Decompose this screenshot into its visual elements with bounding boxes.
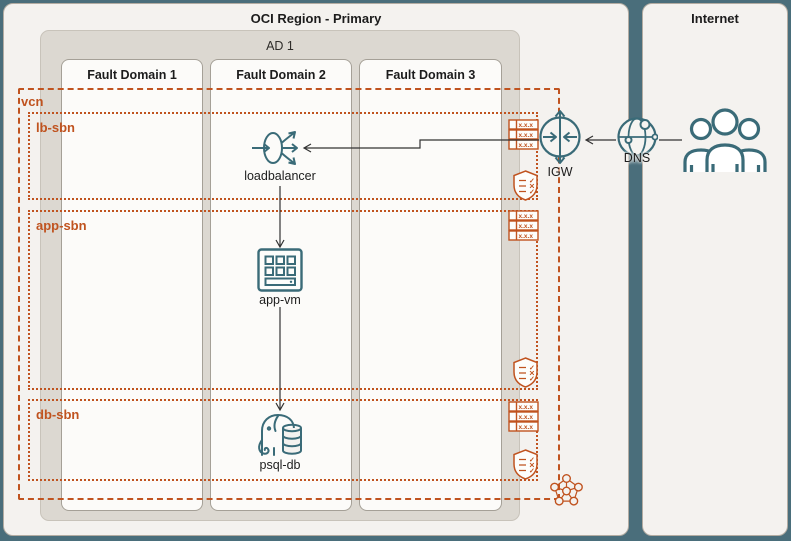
vm-icon — [257, 248, 303, 292]
svg-text:✕: ✕ — [529, 463, 535, 470]
internet-panel: Internet — [642, 3, 788, 536]
security-list-icon: ✓ ✕ ✓ — [512, 449, 539, 480]
fault-domain-1-box: Fault Domain 1 — [61, 59, 203, 511]
internet-gateway-icon — [538, 108, 582, 166]
svg-text:✓: ✓ — [529, 376, 535, 383]
svg-text:✓: ✓ — [529, 178, 535, 185]
route-table-icon: x.x.x x.x.x x.x.x — [508, 210, 539, 242]
security-list-icon: ✓ ✕ ✓ — [512, 357, 539, 388]
svg-text:x.x.x: x.x.x — [519, 132, 534, 139]
subnet-lb-label: lb-sbn — [36, 120, 75, 135]
vcn-label: vcn — [21, 94, 44, 109]
vcn-boundary — [18, 88, 560, 500]
fault-domain-3-label: Fault Domain 3 — [385, 68, 476, 82]
svg-text:✓: ✓ — [529, 365, 535, 372]
fault-domain-2-label: Fault Domain 2 — [236, 68, 326, 82]
subnet-app-label: app-sbn — [36, 218, 87, 233]
svg-text:x.x.x: x.x.x — [519, 142, 534, 149]
svg-text:x.x.x: x.x.x — [519, 404, 534, 411]
region-title: OCI Region - Primary — [250, 11, 382, 26]
appvm-label: app-vm — [259, 293, 301, 307]
dns-icon — [616, 116, 658, 158]
svg-text:✓: ✓ — [529, 457, 535, 464]
loadbalancer-icon — [252, 127, 302, 169]
svg-text:x.x.x: x.x.x — [519, 233, 534, 240]
loadbalancer-label: loadbalancer — [244, 169, 316, 183]
users-icon — [680, 104, 770, 174]
svg-text:x.x.x: x.x.x — [519, 223, 534, 230]
dns-label: DNS — [623, 151, 651, 165]
route-table-icon: x.x.x x.x.x x.x.x — [508, 119, 539, 151]
fault-domain-3-box: Fault Domain 3 — [359, 59, 502, 511]
subnet-db-label: db-sbn — [36, 407, 80, 422]
fault-domain-1-label: Fault Domain 1 — [87, 68, 177, 82]
svg-text:✕: ✕ — [529, 184, 535, 191]
psql-label: psql-db — [259, 458, 301, 472]
svg-text:✓: ✓ — [529, 189, 535, 196]
svg-text:x.x.x: x.x.x — [519, 122, 534, 129]
vcn-icon — [548, 472, 585, 508]
igw-label: IGW — [547, 165, 573, 179]
svg-text:x.x.x: x.x.x — [519, 414, 534, 421]
ad-title: AD 1 — [266, 39, 294, 53]
svg-text:x.x.x: x.x.x — [519, 424, 534, 431]
database-icon — [254, 411, 306, 457]
internet-title: Internet — [691, 11, 739, 26]
svg-text:x.x.x: x.x.x — [519, 213, 534, 220]
route-table-icon: x.x.x x.x.x x.x.x — [508, 401, 539, 433]
svg-text:✕: ✕ — [529, 371, 535, 378]
security-list-icon: ✓ ✕ ✓ — [512, 170, 539, 201]
svg-text:✓: ✓ — [529, 468, 535, 475]
